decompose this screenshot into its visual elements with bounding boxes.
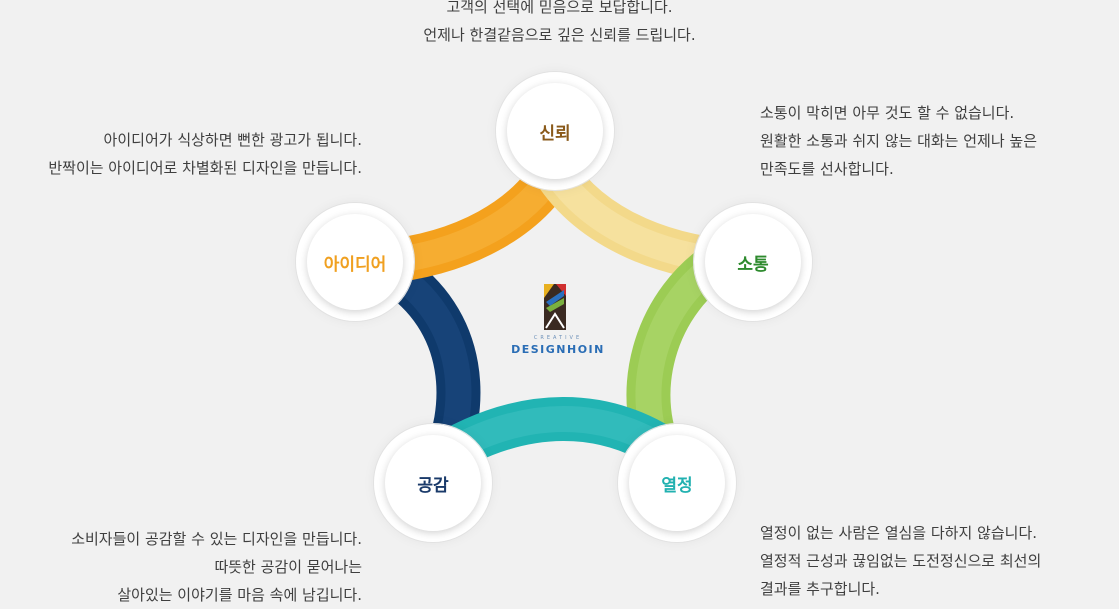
empathy-description-line: 따뜻한 공감이 묻어나는 — [214, 558, 362, 576]
company-logo: CREATIVE DESIGNHOIN — [498, 282, 618, 362]
logo-name: DESIGNHOIN — [511, 343, 605, 356]
node-passion-label: 열정 — [629, 435, 725, 531]
node-idea: 아이디어 — [296, 203, 414, 321]
communication-description-line: 소통이 막히면 아무 것도 할 수 없습니다. — [760, 104, 1015, 122]
communication-description-line: 원활한 소통과 쉬지 않는 대화는 언제나 높은 — [760, 132, 1038, 150]
trust-description: 고객의 선택에 믿음으로 보답합니다. 언제나 한결같음으로 깊은 신뢰를 드립… — [0, 0, 1119, 49]
node-passion: 열정 — [618, 424, 736, 542]
idea-description: 아이디어가 식상하면 뻔한 광고가 됩니다. 반짝이는 아이디어로 차별화된 디… — [48, 126, 362, 182]
trust-description-line: 고객의 선택에 믿음으로 보답합니다. — [446, 0, 673, 16]
trust-description-line: 언제나 한결같음으로 깊은 신뢰를 드립니다. — [423, 26, 696, 44]
idea-description-line: 반짝이는 아이디어로 차별화된 디자인을 만듭니다. — [48, 159, 362, 177]
node-trust: 신뢰 — [496, 72, 614, 190]
empathy-description-line: 살아있는 이야기를 마음 속에 남깁니다. — [117, 586, 362, 604]
communication-description: 소통이 막히면 아무 것도 할 수 없습니다. 원활한 소통과 쉬지 않는 대화… — [760, 99, 1037, 183]
passion-description-line: 열정이 없는 사람은 열심을 다하지 않습니다. — [760, 524, 1038, 542]
empathy-description: 소비자들이 공감할 수 있는 디자인을 만듭니다. 따뜻한 공감이 묻어나는 살… — [71, 525, 362, 609]
logo-tagline: CREATIVE — [533, 335, 583, 341]
idea-description-line: 아이디어가 식상하면 뻔한 광고가 됩니다. — [103, 131, 362, 149]
passion-description: 열정이 없는 사람은 열심을 다하지 않습니다. 열정적 근성과 끊임없는 도전… — [760, 519, 1041, 603]
logo-mark-icon — [544, 284, 566, 330]
node-communication-label: 소통 — [705, 214, 801, 310]
node-trust-label: 신뢰 — [507, 83, 603, 179]
node-empathy: 공감 — [374, 424, 492, 542]
passion-description-line: 결과를 추구합니다. — [760, 580, 880, 598]
node-empathy-label: 공감 — [385, 435, 481, 531]
node-idea-label: 아이디어 — [307, 214, 403, 310]
node-communication: 소통 — [694, 203, 812, 321]
empathy-description-line: 소비자들이 공감할 수 있는 디자인을 만듭니다. — [71, 530, 362, 548]
communication-description-line: 만족도를 선사합니다. — [760, 160, 894, 178]
passion-description-line: 열정적 근성과 끊임없는 도전정신으로 최선의 — [760, 552, 1042, 570]
